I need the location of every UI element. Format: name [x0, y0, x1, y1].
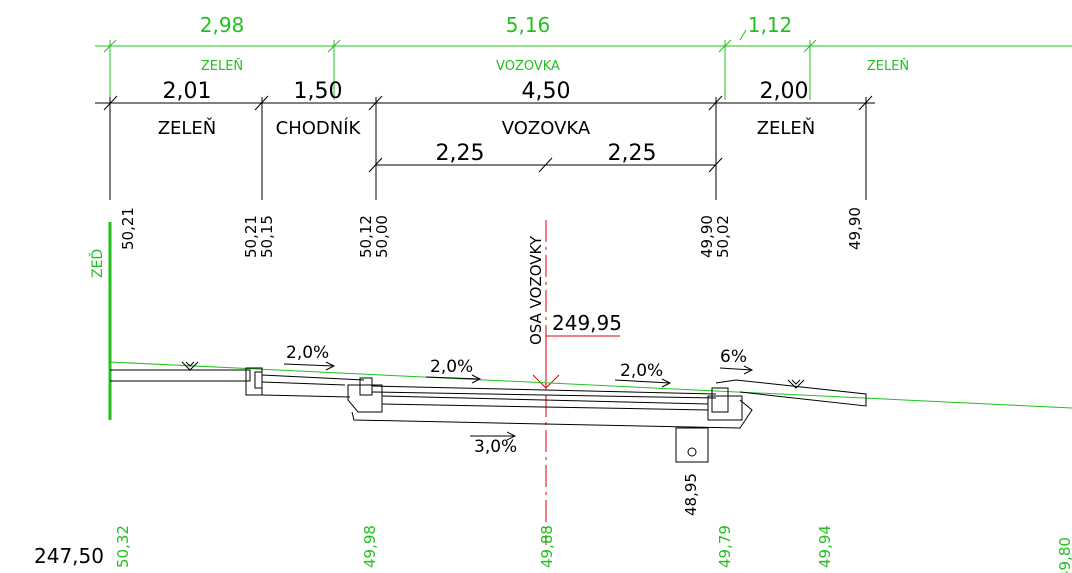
- green-label-zelen-left: ZELEŇ: [201, 58, 243, 74]
- terrain-line: [109, 361, 1072, 409]
- wall-label: ZEĎ: [88, 249, 106, 278]
- black-dimension-line: [95, 95, 875, 200]
- slope-vozovka-left: 2,0%: [430, 357, 473, 377]
- elev-bottom-4: 49,79: [716, 525, 734, 568]
- green-label-zelen-right: ZELEŇ: [867, 58, 909, 74]
- dim-half-right: 2,25: [608, 141, 657, 166]
- slope-zelen-right: 6%: [720, 347, 747, 367]
- elev-top-2b: 50,15: [258, 215, 276, 258]
- green-dim-zelen: 2,98: [200, 13, 245, 37]
- road-structure: [110, 361, 867, 463]
- axis-elevation-marker: [532, 336, 560, 389]
- elev-top-5: 49,90: [846, 207, 864, 250]
- slope-vozovka-right: 2,0%: [620, 361, 663, 381]
- elev-bottom-3: 49,88: [538, 525, 556, 568]
- green-dimension-line: [95, 29, 1072, 100]
- green-dim-right: 1,12: [748, 13, 793, 37]
- slope-bottom: 3,0%: [474, 437, 517, 457]
- elev-bottom-5: 49,94: [816, 525, 834, 568]
- elev-top-3a: 50,12: [357, 215, 375, 258]
- label-chodnik: CHODNÍK: [276, 117, 362, 139]
- slope-arrows: [283, 361, 754, 441]
- elev-bottom-2: 49,98: [361, 525, 379, 568]
- elev-top-4b: 50,02: [714, 215, 732, 258]
- elev-top-4a: 49,90: [698, 215, 716, 258]
- elev-bottom-6: 49,80: [1056, 537, 1072, 573]
- green-label-vozovka: VOZOVKA: [496, 59, 560, 74]
- elev-top-1: 50,21: [119, 207, 137, 250]
- dim-vozovka: 4,50: [522, 79, 571, 104]
- axis-elevation: 249,95: [552, 311, 622, 335]
- slope-chodnik: 2,0%: [286, 343, 329, 363]
- green-dim-vozovka: 5,16: [506, 13, 551, 37]
- elev-bottom-1: 50,32: [114, 525, 132, 568]
- elev-top-2a: 50,21: [242, 215, 260, 258]
- dim-half-left: 2,25: [436, 141, 485, 166]
- dim-chodnik: 1,50: [294, 79, 343, 104]
- label-zelen-right: ZELEŇ: [757, 117, 816, 139]
- drain-elevation: 48,95: [682, 473, 700, 516]
- dim-zelen: 2,01: [163, 79, 212, 104]
- datum-value: 247,50: [34, 544, 104, 568]
- axis-label: OSA VOZOVKY: [527, 235, 545, 345]
- label-zelen: ZELEŇ: [158, 117, 217, 139]
- label-vozovka: VOZOVKA: [502, 118, 591, 139]
- dim-zelen-right: 2,00: [760, 79, 809, 104]
- elev-top-3b: 50,00: [373, 215, 391, 258]
